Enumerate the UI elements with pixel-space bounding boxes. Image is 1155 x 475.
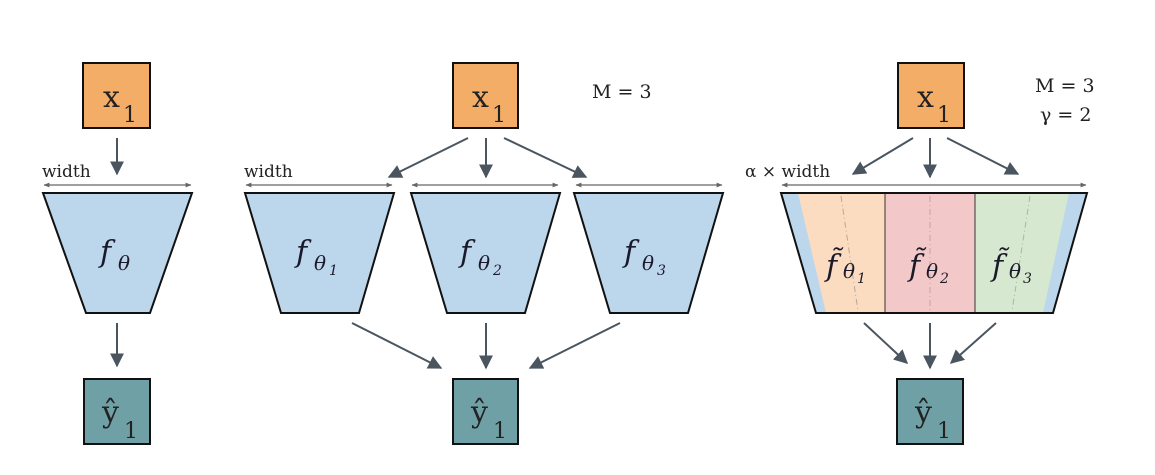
input-box: [82, 62, 151, 129]
width-label: width: [244, 162, 293, 182]
arrow: [387, 137, 469, 178]
subnetwork-subscript-3: θ: [1009, 259, 1021, 283]
arrow: [503, 137, 588, 178]
network-trapezoid-1: [243, 192, 396, 314]
gamma-label: γ = 2: [1040, 104, 1091, 126]
output-box: [83, 378, 151, 445]
packed-network-outline: [779, 192, 1089, 314]
network-subsubscript-3: 3: [657, 263, 666, 279]
output-box: [896, 378, 964, 445]
arrow: [949, 322, 997, 364]
subnetwork-subsubscript-2: 2: [939, 271, 949, 287]
ensemble-size-label: M = 3: [1035, 75, 1095, 97]
ensemble-size-label: M = 3: [592, 81, 652, 103]
input-box: [452, 62, 519, 129]
input-box: [897, 62, 965, 129]
network-subscript: θ: [118, 251, 130, 275]
arrow: [946, 137, 1020, 175]
panel-single-network: x 1 width f θ ŷ 1: [41, 62, 194, 445]
network-trapezoid-2: [409, 192, 562, 314]
network-trapezoid: [41, 192, 194, 314]
output-subscript: 1: [124, 419, 138, 444]
output-label: ŷ: [470, 395, 488, 430]
output-subscript: 1: [493, 419, 507, 444]
panel-packed-ensemble: x 1 M = 3 γ = 2 α × width f̃ θ 1 f̃ θ 2 …: [745, 62, 1095, 445]
input-label: x: [103, 80, 120, 115]
input-label: x: [472, 80, 489, 115]
subnetwork-subscript-1: θ: [843, 259, 855, 283]
subgroup-divider: [840, 195, 859, 312]
input-subscript: 1: [492, 103, 506, 128]
width-label: width: [42, 162, 91, 182]
network-subsubscript-2: 2: [492, 263, 502, 279]
subnetwork-region-3: [975, 193, 1069, 313]
width-label: α × width: [745, 162, 830, 182]
input-subscript: 1: [123, 103, 137, 128]
output-box: [452, 378, 519, 445]
network-subsubscript-1: 1: [329, 263, 338, 279]
output-label: ŷ: [101, 395, 119, 430]
network-subscript-2: θ: [478, 251, 490, 275]
output-subscript: 1: [937, 419, 951, 444]
arrow: [851, 137, 914, 175]
subnetwork-subsubscript-1: 1: [857, 271, 866, 287]
network-trapezoid-3: [572, 192, 725, 314]
network-subscript-1: θ: [314, 251, 326, 275]
input-label: x: [917, 80, 934, 115]
panel-ensemble: x 1 M = 3 width f θ 1 f θ 2 f θ 3 ŷ 1: [243, 62, 725, 445]
arrow: [351, 322, 443, 369]
output-label: ŷ: [914, 395, 932, 430]
arrow: [528, 322, 621, 369]
input-subscript: 1: [937, 103, 951, 128]
subnetwork-region-1: [798, 193, 885, 313]
subnetwork-subsubscript-3: 3: [1023, 271, 1032, 287]
arrow: [863, 322, 909, 364]
subnetwork-subscript-2: θ: [926, 259, 938, 283]
network-subscript-3: θ: [642, 251, 654, 275]
